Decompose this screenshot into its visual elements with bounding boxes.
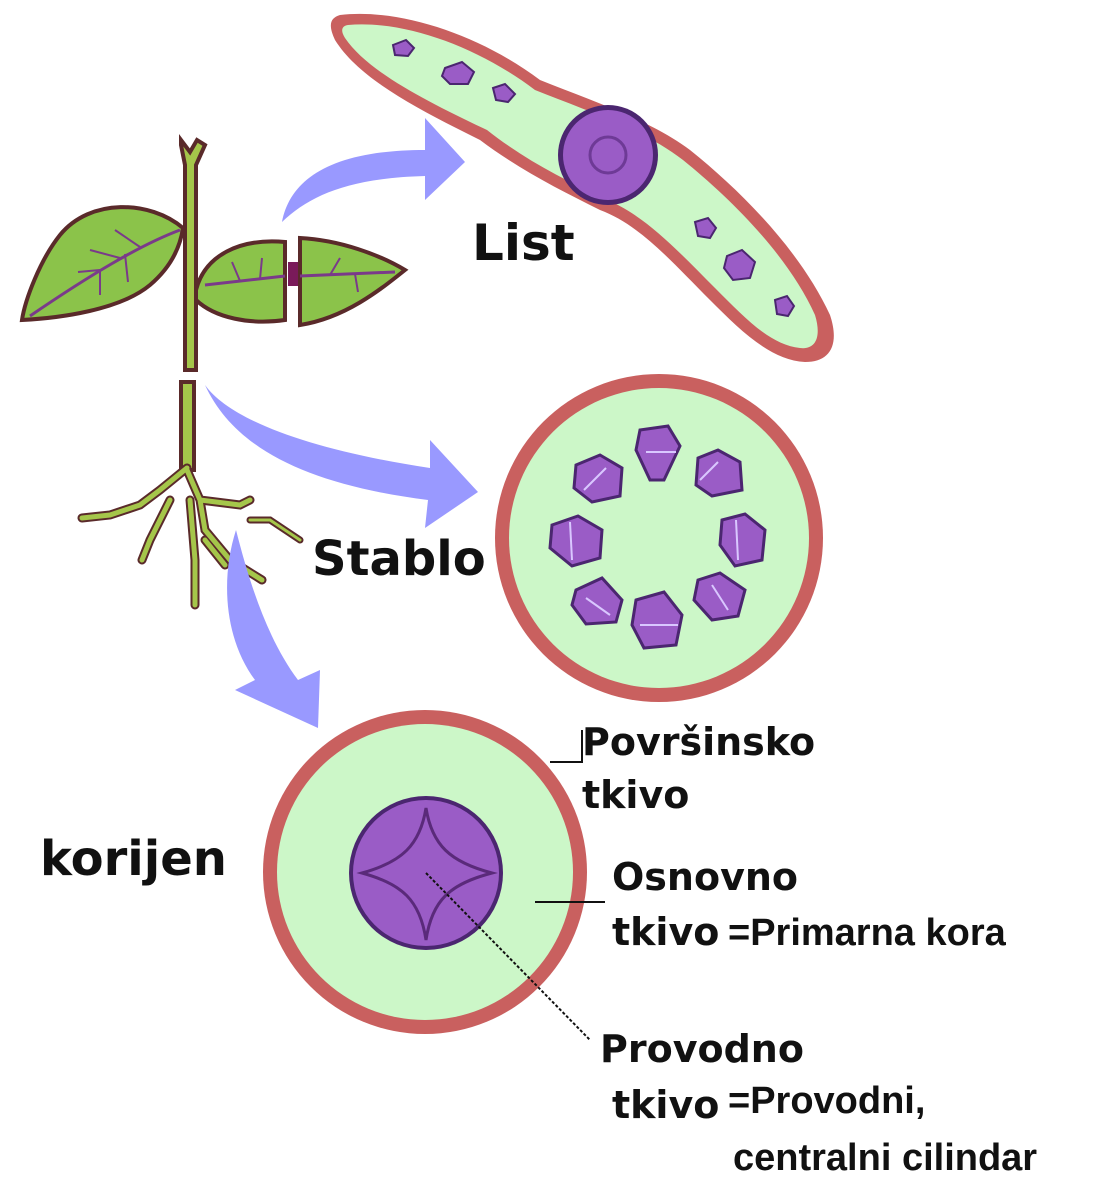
label-provodno-equals-line2: centralni cilindar [733, 1137, 1037, 1178]
label-provodno-line2: tkivo [612, 1083, 719, 1127]
label-stablo: Stablo [312, 531, 486, 587]
arrow-to-leaf [282, 118, 465, 222]
arrows [205, 118, 478, 728]
label-provodno-equals-line1: =Provodni, [728, 1080, 925, 1122]
arrow-to-root [227, 530, 320, 728]
leader-povrsinsko [550, 730, 582, 762]
stem-cross-section [495, 374, 823, 702]
leaf-cross-section [331, 14, 834, 362]
label-povrsinsko-line2: tkivo [582, 773, 689, 817]
label-list: List [472, 214, 575, 272]
label-osnovno-line1: Osnovno [612, 855, 798, 899]
label-povrsinsko-line1: Površinsko [582, 720, 815, 764]
label-korijen: korijen [40, 831, 227, 887]
label-provodno-line1: Provodno [600, 1027, 804, 1071]
label-osnovno-line2: tkivo [612, 910, 719, 954]
plant-leaf-left [22, 207, 183, 320]
plant-stem [181, 140, 205, 370]
label-osnovno-equals: =Primarna kora [728, 912, 1007, 954]
root-cross-section [263, 710, 587, 1034]
